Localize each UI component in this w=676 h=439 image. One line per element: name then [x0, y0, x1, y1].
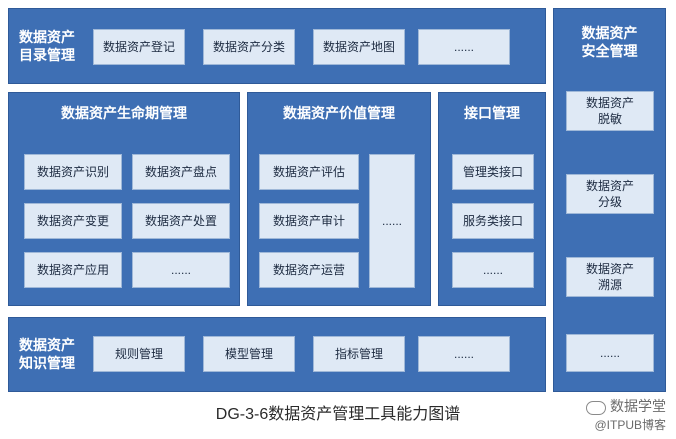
security-item-masking: 数据资产 脱敏	[566, 91, 654, 131]
value-title: 数据资产价值管理	[283, 105, 395, 121]
lifecycle-title: 数据资产生命期管理	[61, 105, 187, 121]
value-item-evaluate: 数据资产评估	[259, 154, 359, 190]
value-item-audit: 数据资产审计	[259, 203, 359, 239]
security-item-masking-line1: 数据资产	[585, 96, 634, 110]
catalog-item-classify: 数据资产分类	[203, 29, 295, 65]
catalog-title-line1: 数据资产	[19, 29, 75, 45]
security-item-masking-line2: 脱敏	[597, 112, 622, 126]
security-item-more: ......	[566, 334, 654, 372]
security-item-grading: 数据资产 分级	[566, 174, 654, 214]
lifecycle-item-more: ......	[132, 252, 230, 288]
interface-item-management: 管理类接口	[452, 154, 534, 190]
knowledge-item-indicators: 指标管理	[313, 336, 405, 372]
lifecycle-item-dispose: 数据资产处置	[132, 203, 230, 239]
catalog-title-line2: 目录管理	[19, 47, 75, 63]
security-title-line1: 数据资产	[581, 25, 638, 41]
interface-item-service: 服务类接口	[452, 203, 534, 239]
figure-caption: DG-3-6数据资产管理工具能力图谱	[215, 406, 461, 423]
interface-title: 接口管理	[464, 105, 520, 121]
knowledge-title-line1: 数据资产	[19, 337, 75, 353]
lifecycle-item-apply: 数据资产应用	[24, 252, 122, 288]
knowledge-item-models: 模型管理	[203, 336, 295, 372]
security-title-line2: 安全管理	[581, 43, 638, 59]
security-item-tracing: 数据资产 溯源	[566, 257, 654, 297]
security-title: 数据资产 安全管理	[553, 24, 666, 60]
knowledge-item-more: ......	[418, 336, 510, 372]
knowledge-item-rules: 规则管理	[93, 336, 185, 372]
lifecycle-item-inventory: 数据资产盘点	[132, 154, 230, 190]
value-item-more: ......	[369, 154, 415, 288]
security-item-tracing-line2: 溯源	[597, 278, 622, 292]
watermark: 数据学堂 @ITPUB博客	[586, 396, 666, 433]
knowledge-title-line2: 知识管理	[19, 355, 75, 371]
lifecycle-item-change: 数据资产变更	[24, 203, 122, 239]
security-item-tracing-line1: 数据资产	[585, 262, 634, 276]
interface-item-more: ......	[452, 252, 534, 288]
security-item-grading-line2: 分级	[597, 195, 622, 209]
wechat-icon	[586, 400, 606, 415]
catalog-item-more: ......	[418, 29, 510, 65]
watermark-line2: @ITPUB博客	[594, 418, 666, 432]
catalog-item-map: 数据资产地图	[313, 29, 405, 65]
knowledge-title: 数据资产 知识管理	[12, 336, 82, 372]
value-item-operate: 数据资产运营	[259, 252, 359, 288]
security-item-grading-line1: 数据资产	[585, 179, 634, 193]
lifecycle-item-identify: 数据资产识别	[24, 154, 122, 190]
catalog-item-register: 数据资产登记	[93, 29, 185, 65]
catalog-title: 数据资产 目录管理	[12, 28, 82, 64]
watermark-line1: 数据学堂	[610, 398, 666, 414]
